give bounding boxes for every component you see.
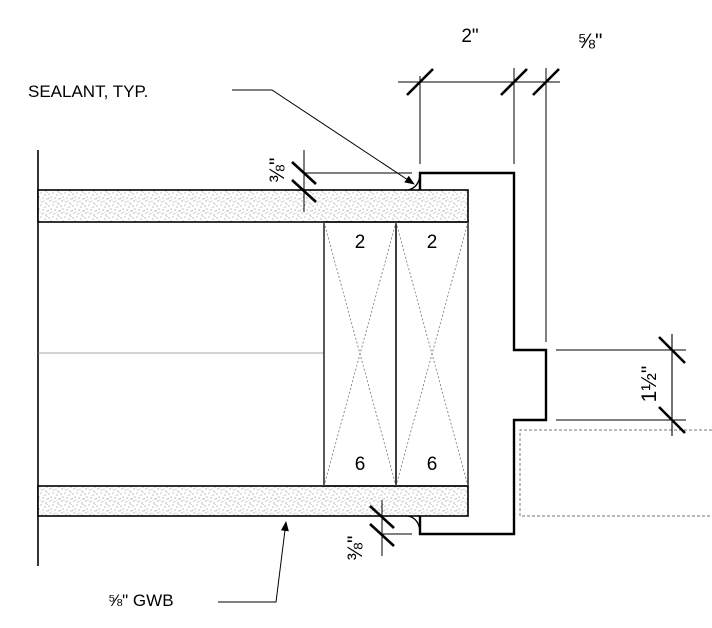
dim-3-8-top-tick-1 — [291, 161, 317, 185]
gwb-leader — [218, 521, 289, 603]
stud-right — [395, 221, 469, 487]
stud-left-cross-b — [323, 221, 397, 487]
frame-profile — [418, 171, 548, 536]
dim-1-1-2-tick-1 — [658, 336, 686, 364]
dim-3-8-bottom-tick-1 — [369, 505, 395, 529]
dim-3-8-bottom-tick-2 — [369, 523, 395, 547]
dim-label-3-8in-bottom: ⅜" — [344, 536, 367, 561]
dim-label-1-1-2in: 1½" — [638, 366, 661, 403]
stud-label-bottom-right: 6 — [427, 454, 438, 475]
dim-1-1-2-tick-2 — [658, 406, 686, 434]
gwb-label: ⅝" GWB — [108, 591, 174, 610]
gwb-bottom — [37, 485, 469, 517]
sealant-bottom — [407, 515, 421, 531]
dim-top-tick-3 — [532, 68, 560, 96]
stud-label-bottom-left: 6 — [355, 454, 366, 475]
dim-label-2in: 2" — [461, 26, 478, 47]
adjacent-element — [519, 429, 712, 517]
sealant-leader — [232, 89, 415, 185]
dim-top-tick-1 — [406, 68, 434, 96]
dim-label-3-8in-top: ⅜" — [266, 158, 289, 183]
dim-label-5-8in-top: ⅝" — [578, 30, 603, 53]
sealant-top — [407, 175, 421, 191]
stud-label-top-right: 2 — [427, 232, 438, 253]
gwb-top — [37, 189, 469, 223]
dim-top-tick-2 — [500, 68, 528, 96]
stud-label-top-left: 2 — [355, 232, 366, 253]
dim-3-8-top-tick-2 — [291, 179, 317, 203]
stud-right-cross-b — [395, 221, 469, 487]
sealant-label: SEALANT, TYP. — [28, 82, 148, 101]
